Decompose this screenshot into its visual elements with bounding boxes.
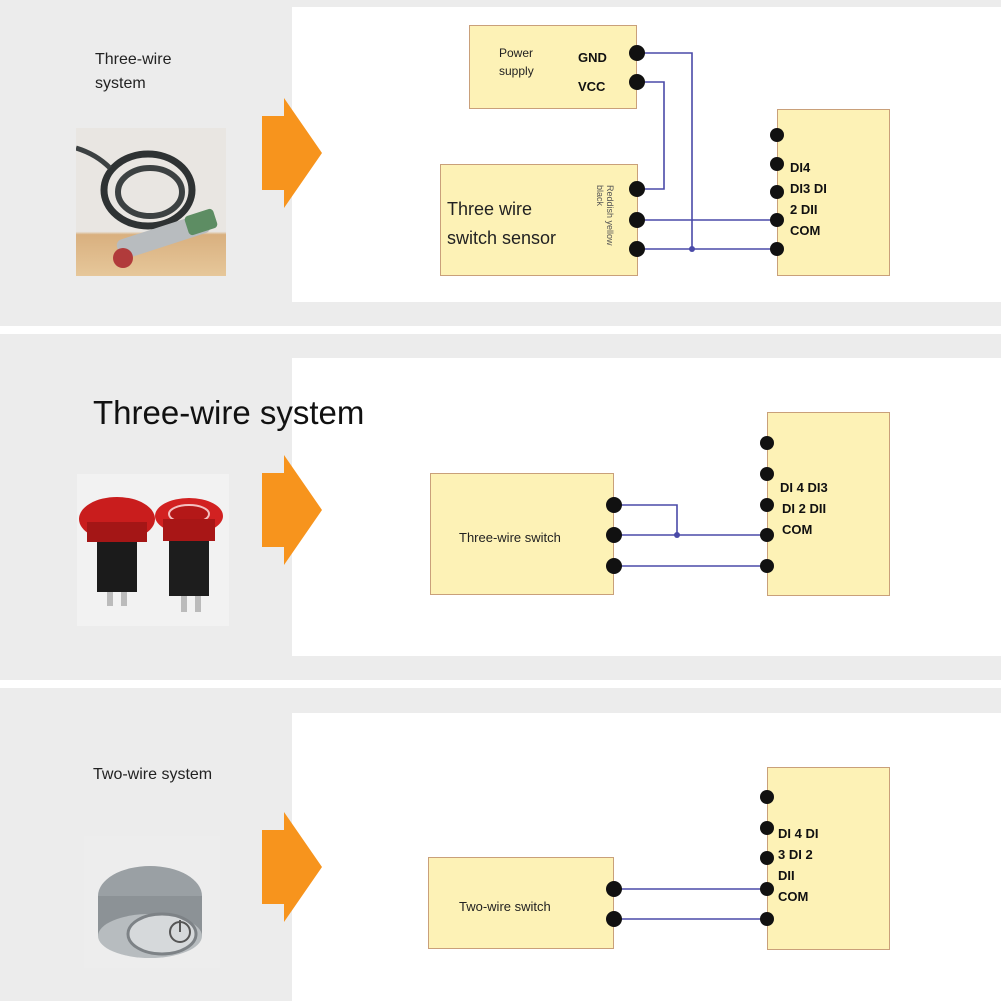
proximity-sensor-photo [76,128,226,276]
arrow-right-icon [262,455,322,565]
metal-push-button-photo [84,836,220,968]
terminal [770,213,784,227]
terminal [606,527,622,543]
di-line-1: DI 4 DI [778,826,819,841]
panel-1-label: Three-wire system [95,51,172,92]
terminal [760,436,774,450]
switch-title: Three-wire switch [459,530,561,545]
terminal [606,881,622,897]
di-line-1: DI4 [790,160,811,175]
terminal [629,45,645,61]
junction-dot [689,246,695,252]
terminal [606,911,622,927]
sensor-title: Three wire switch sensor [447,199,557,248]
terminal [760,467,774,481]
wire-gnd [637,52,693,249]
junction-dot [674,532,680,538]
di-line-4: COM [778,889,809,904]
terminal [760,821,774,835]
emergency-stop-button-photo [77,474,229,626]
wire-colors-label: Reddish yellow black [595,185,615,246]
di-line-1: DI 4 DI3 [780,480,828,495]
panel-2-label: Three-wire system [93,394,365,431]
di-line-2: 3 DI 2 [778,847,813,862]
terminal [629,181,645,197]
wire-vcc [637,81,665,190]
arrow-right-icon [262,812,322,922]
divider [0,680,1001,688]
terminal [760,790,774,804]
terminal [760,559,774,573]
power-supply-box: Power supply GND VCC [469,25,637,109]
terminal [760,851,774,865]
di-line-3: 2 DII [790,202,818,217]
di-line-3: COM [782,522,813,537]
di-module-box: DI4 DI3 DI 2 DII COM [777,109,890,276]
wire-1 [614,504,678,535]
di-module-box: DI 4 DI 3 DI 2 DII COM [767,767,890,950]
terminal [760,882,774,896]
terminal [770,128,784,142]
terminal [629,212,645,228]
terminal [606,558,622,574]
terminal [760,528,774,542]
three-wire-sensor-box: Three wire switch sensor Reddish yellow … [440,164,638,276]
power-supply-title: Power supply [499,46,534,78]
arrow-right-icon [262,98,322,208]
di-line-2: DI 2 DII [782,501,827,516]
terminal [770,242,784,256]
terminal [606,497,622,513]
terminal [760,912,774,926]
vcc-label: VCC [578,79,606,94]
terminal [770,157,784,171]
two-wire-switch-box: Two-wire switch [428,857,614,949]
divider [0,326,1001,334]
panel-3-label: Two-wire system [93,766,213,783]
di-line-2: DI3 DI [790,181,827,196]
terminal [629,74,645,90]
three-wire-switch-box: Three-wire switch [430,473,614,595]
terminal [770,185,784,199]
terminal [760,498,774,512]
gnd-label: GND [578,50,607,65]
di-line-4: COM [790,223,821,238]
switch-title: Two-wire switch [459,899,551,914]
di-line-3: DII [778,868,795,883]
terminal [629,241,645,257]
